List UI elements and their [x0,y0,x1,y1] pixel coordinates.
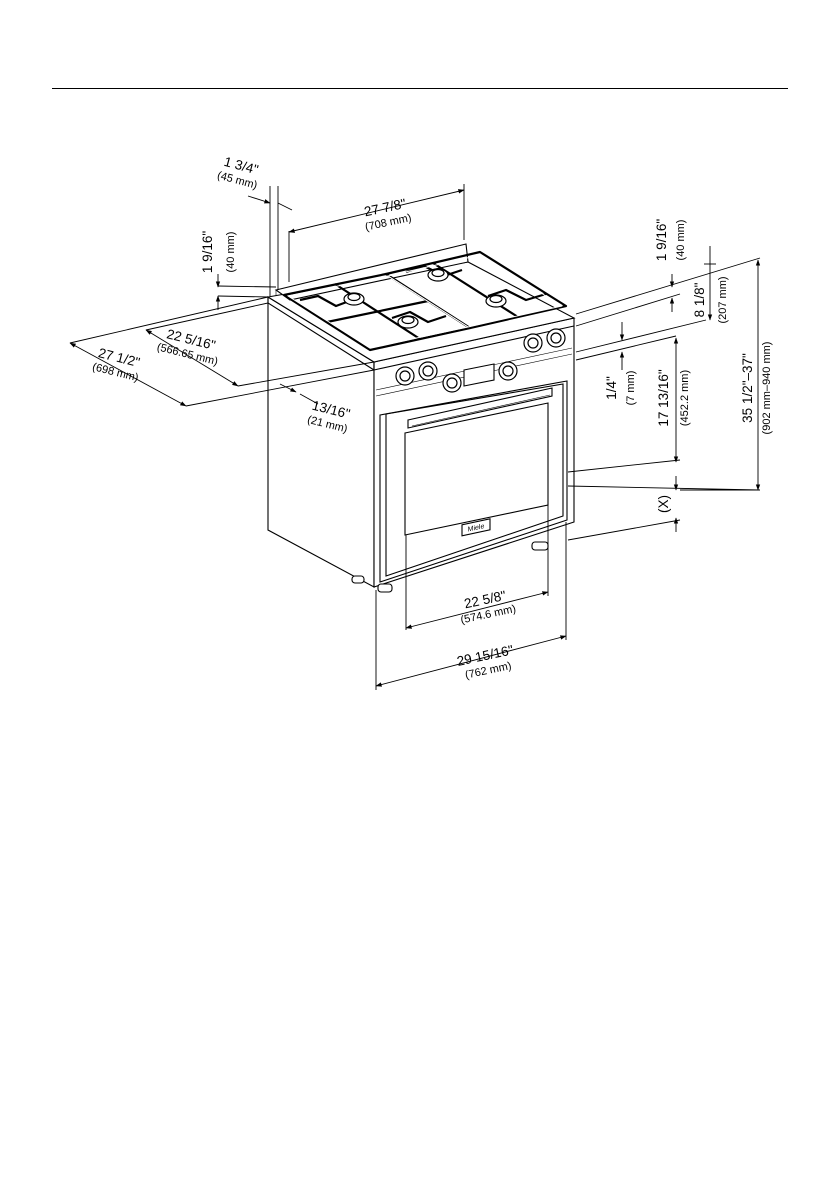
panel-gap-metric: (7 mm) [625,371,637,406]
panel-gap-imperial: 1/4" [604,376,619,400]
backguard-height-left-metric: (40 mm) [225,232,237,273]
leg-height-label: (X) [656,495,671,513]
total-height-metric: (902 mm–940 mm) [761,342,773,435]
backguard-height-left-imperial: 1 9/16" [200,231,215,274]
foot-back-left [352,576,364,583]
backguard-height-right-metric: (40 mm) [675,220,687,261]
total-height-imperial: 35 1/2"–37" [740,353,755,423]
foot-front-right [532,542,548,550]
backguard-height-right-imperial: 1 9/16" [654,219,669,262]
cooktop-height-imperial: 8 1/8" [692,282,707,317]
oven-height-imperial: 17 13/16" [656,369,671,427]
cooktop-height-metric: (207 mm) [717,276,729,323]
foot-front-left [378,584,392,592]
oven-height-metric: (452.2 mm) [679,370,691,426]
